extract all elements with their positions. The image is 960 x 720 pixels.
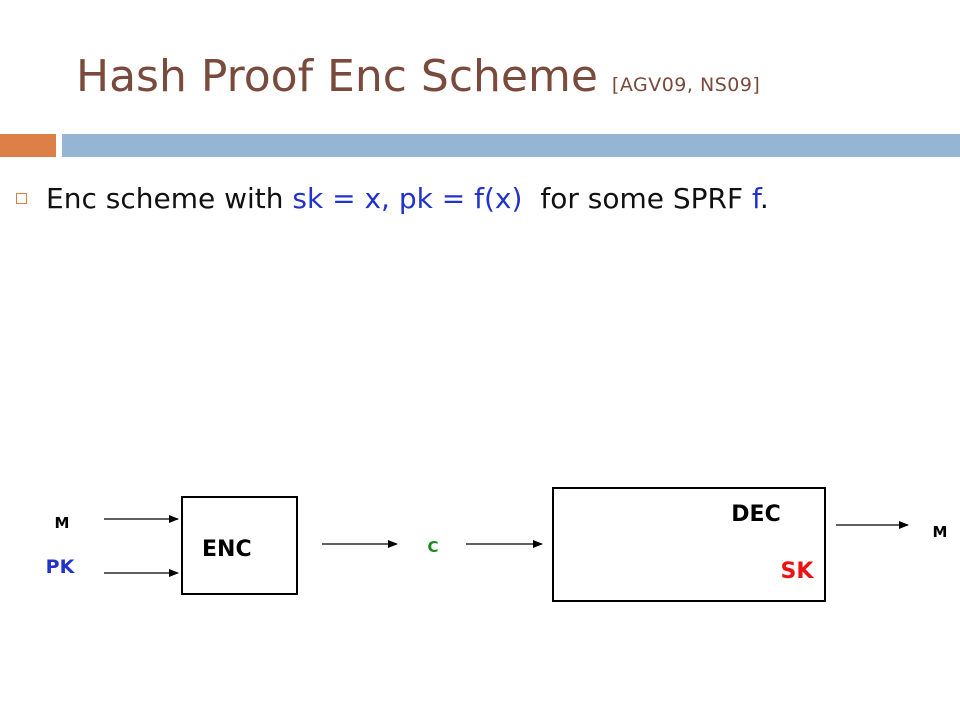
input-pk-label: PK	[46, 556, 76, 578]
slide-title-citation: [AGV09, NS09]	[611, 74, 761, 96]
bullet-prefix: Enc scheme with	[46, 182, 284, 215]
header-accent-bar-orange	[0, 134, 56, 157]
dec-box	[552, 487, 826, 602]
header-accent-bar-blue	[62, 134, 960, 157]
dec-label: DEC	[731, 502, 780, 527]
bullet-key-expression: sk = x, pk = f(x)	[292, 182, 523, 215]
bullet-middle: for some SPRF	[540, 182, 744, 215]
slide-title-main: Hash Proof Enc Scheme	[76, 51, 598, 102]
square-bullet-icon	[16, 193, 27, 204]
enc-box	[181, 496, 298, 595]
bullet-text: Enc scheme with sk = x, pk = f(x) for som…	[46, 180, 769, 218]
output-m-label: M	[933, 523, 948, 541]
cipher-label: C	[427, 538, 438, 556]
enc-label: ENC	[202, 537, 252, 562]
slide-title: Hash Proof Enc Scheme [AGV09, NS09]	[76, 50, 760, 112]
bullet-function: f	[752, 182, 760, 215]
bullet-end: .	[759, 182, 769, 215]
input-m-label: M	[55, 514, 70, 532]
sk-label: SK	[781, 559, 815, 584]
